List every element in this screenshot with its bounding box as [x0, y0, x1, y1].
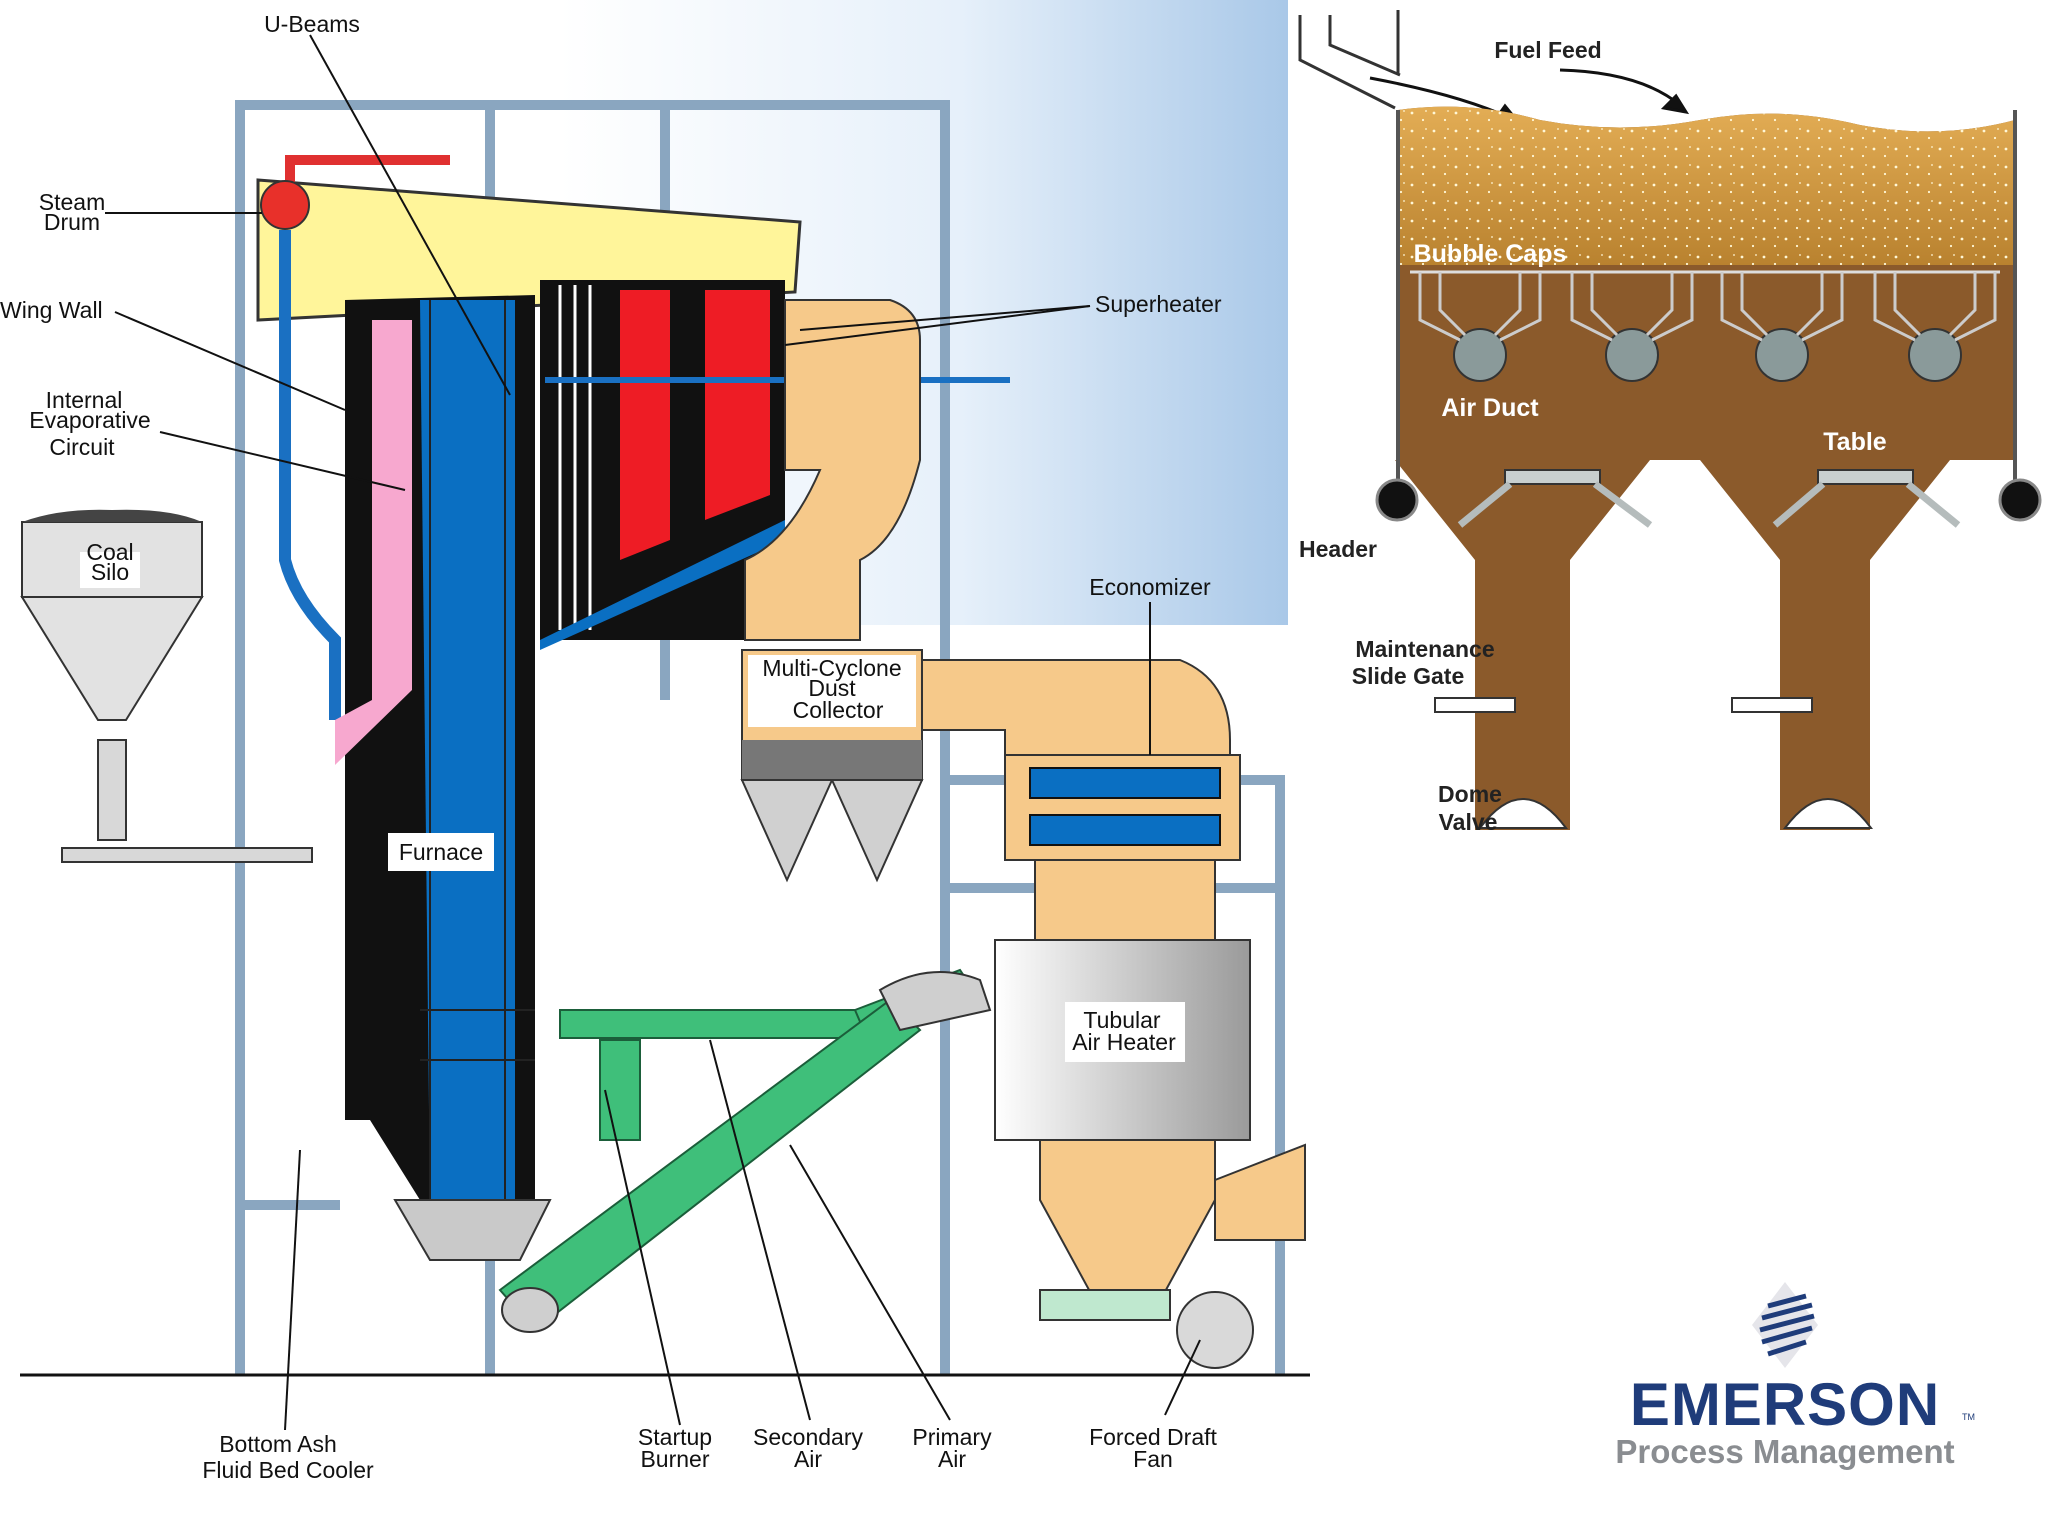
label-internal-3: Circuit [49, 434, 115, 460]
superheater-red-2 [705, 290, 770, 520]
superheater-red-1 [620, 290, 670, 560]
label-internal-1: Internal [46, 387, 123, 413]
fuel-feed-chute [1298, 10, 1401, 110]
label-steam-drum-2: Drum [44, 209, 100, 235]
emerson-wordmark: EMERSON [1630, 1371, 1940, 1438]
economizer-bank-1 [1029, 767, 1221, 799]
tables [1504, 469, 1914, 485]
leader-lines [105, 34, 1201, 1431]
downcomer-pipe [279, 230, 341, 720]
dome-valves [1478, 798, 1873, 829]
table-struts [1457, 481, 1961, 528]
cfb-boiler-panel: U-Beams Steam Drum Wing Wall Internal Ev… [0, 0, 1310, 1483]
label-dome-valve-2: Valve [1439, 809, 1498, 835]
fan-duct-green [1039, 1289, 1171, 1321]
flue-duct [744, 299, 921, 641]
slide-gates [1434, 697, 1813, 713]
label-fuel-feed: Fuel Feed [1494, 37, 1601, 63]
label-superheater: Superheater [1095, 291, 1222, 317]
bubble-cap-risers [1418, 272, 1997, 342]
label-wing-wall: Wing Wall [0, 297, 103, 323]
emerson-tm: TM [1962, 1412, 1975, 1422]
label-fd-fan-1: Forced Draft [1089, 1424, 1217, 1450]
furnace-label-box [388, 833, 494, 871]
superheater-tubes-white [558, 285, 592, 630]
label-air-duct: Air Duct [1441, 394, 1539, 422]
label-maintenance-2: Slide Gate [1352, 663, 1464, 689]
air-heater-hopper [1039, 1139, 1216, 1311]
bed-labels: Fuel Feed Bubble Caps Air Duct Table Hea… [1299, 37, 1887, 835]
label-secondary-air-1: Secondary [753, 1424, 863, 1450]
emerson-logo: EMERSON TM Process Management [1615, 1282, 1975, 1470]
label-header: Header [1299, 536, 1377, 562]
label-cyclone-2: Dust [808, 675, 856, 701]
label-dome-valve-1: Dome [1438, 781, 1502, 807]
label-furnace: Furnace [399, 839, 483, 865]
emerson-diamond-icon [1752, 1282, 1818, 1368]
dust-collector-hoppers [740, 779, 924, 883]
label-steam-drum-1: Steam [39, 189, 105, 215]
label-bottom-ash-1: Bottom Ash [219, 1431, 337, 1457]
header-pipe-left [1375, 478, 1419, 522]
label-bottom-ash-2: Fluid Bed Cooler [202, 1457, 374, 1483]
furnace-core [420, 300, 515, 1200]
header-pipe-right [1998, 478, 2042, 522]
superheater-blue-edge [540, 520, 785, 650]
emerson-subtitle: Process Management [1615, 1433, 1954, 1470]
label-primary-air-1: Primary [912, 1424, 992, 1450]
economizer-duct [921, 659, 1231, 761]
label-air-heater-1: Tubular [1083, 1007, 1160, 1033]
label-air-heater-2: Air Heater [1072, 1029, 1176, 1055]
steam-drum-vessel [260, 180, 310, 230]
label-u-beams: U-Beams [264, 11, 360, 37]
primary-air-elbow [878, 971, 992, 1032]
label-coal-silo-2: Silo [91, 559, 129, 585]
bubbling-bed-panel: Fuel Feed Bubble Caps Air Duct Table Hea… [1298, 10, 2042, 835]
dust-collector-grate [742, 740, 922, 780]
air-heater-inlet-duct [1034, 859, 1216, 941]
label-table: Table [1823, 428, 1887, 456]
bubble-cap-assemblies [1453, 328, 1962, 382]
label-startup-burner-2: Burner [640, 1446, 709, 1472]
label-primary-air-2: Air [938, 1446, 966, 1472]
sand-sparkle [1398, 106, 2015, 266]
label-coal-silo-1: Coal [86, 539, 133, 565]
primary-air-inlet [501, 1287, 559, 1333]
coal-silo [20, 509, 313, 863]
wing-wall-panel [335, 320, 412, 765]
label-bubble-caps: Bubble Caps [1414, 240, 1567, 268]
label-cyclone-1: Multi-Cyclone [762, 655, 901, 681]
dust-collector-label-box [748, 655, 916, 727]
furnace-bottom-hopper [393, 1199, 552, 1261]
label-startup-burner-1: Startup [638, 1424, 712, 1450]
forced-draft-fan-housing [1176, 1291, 1254, 1369]
label-maintenance-1: Maintenance [1355, 636, 1494, 662]
economizer-bank-2 [1029, 814, 1221, 846]
bed-vessel [1395, 106, 2015, 830]
label-cyclone-3: Collector [793, 697, 884, 723]
label-secondary-air-2: Air [794, 1446, 822, 1472]
label-economizer: Economizer [1089, 574, 1211, 600]
flue-gas-outlet [1214, 1143, 1306, 1241]
label-internal-2: Evaporative [29, 407, 150, 433]
furnace-tubes [420, 300, 535, 1200]
boiler-labels: U-Beams Steam Drum Wing Wall Internal Ev… [0, 11, 1222, 1483]
air-heater-label-box [1065, 1002, 1185, 1062]
label-fd-fan-2: Fan [1133, 1446, 1173, 1472]
